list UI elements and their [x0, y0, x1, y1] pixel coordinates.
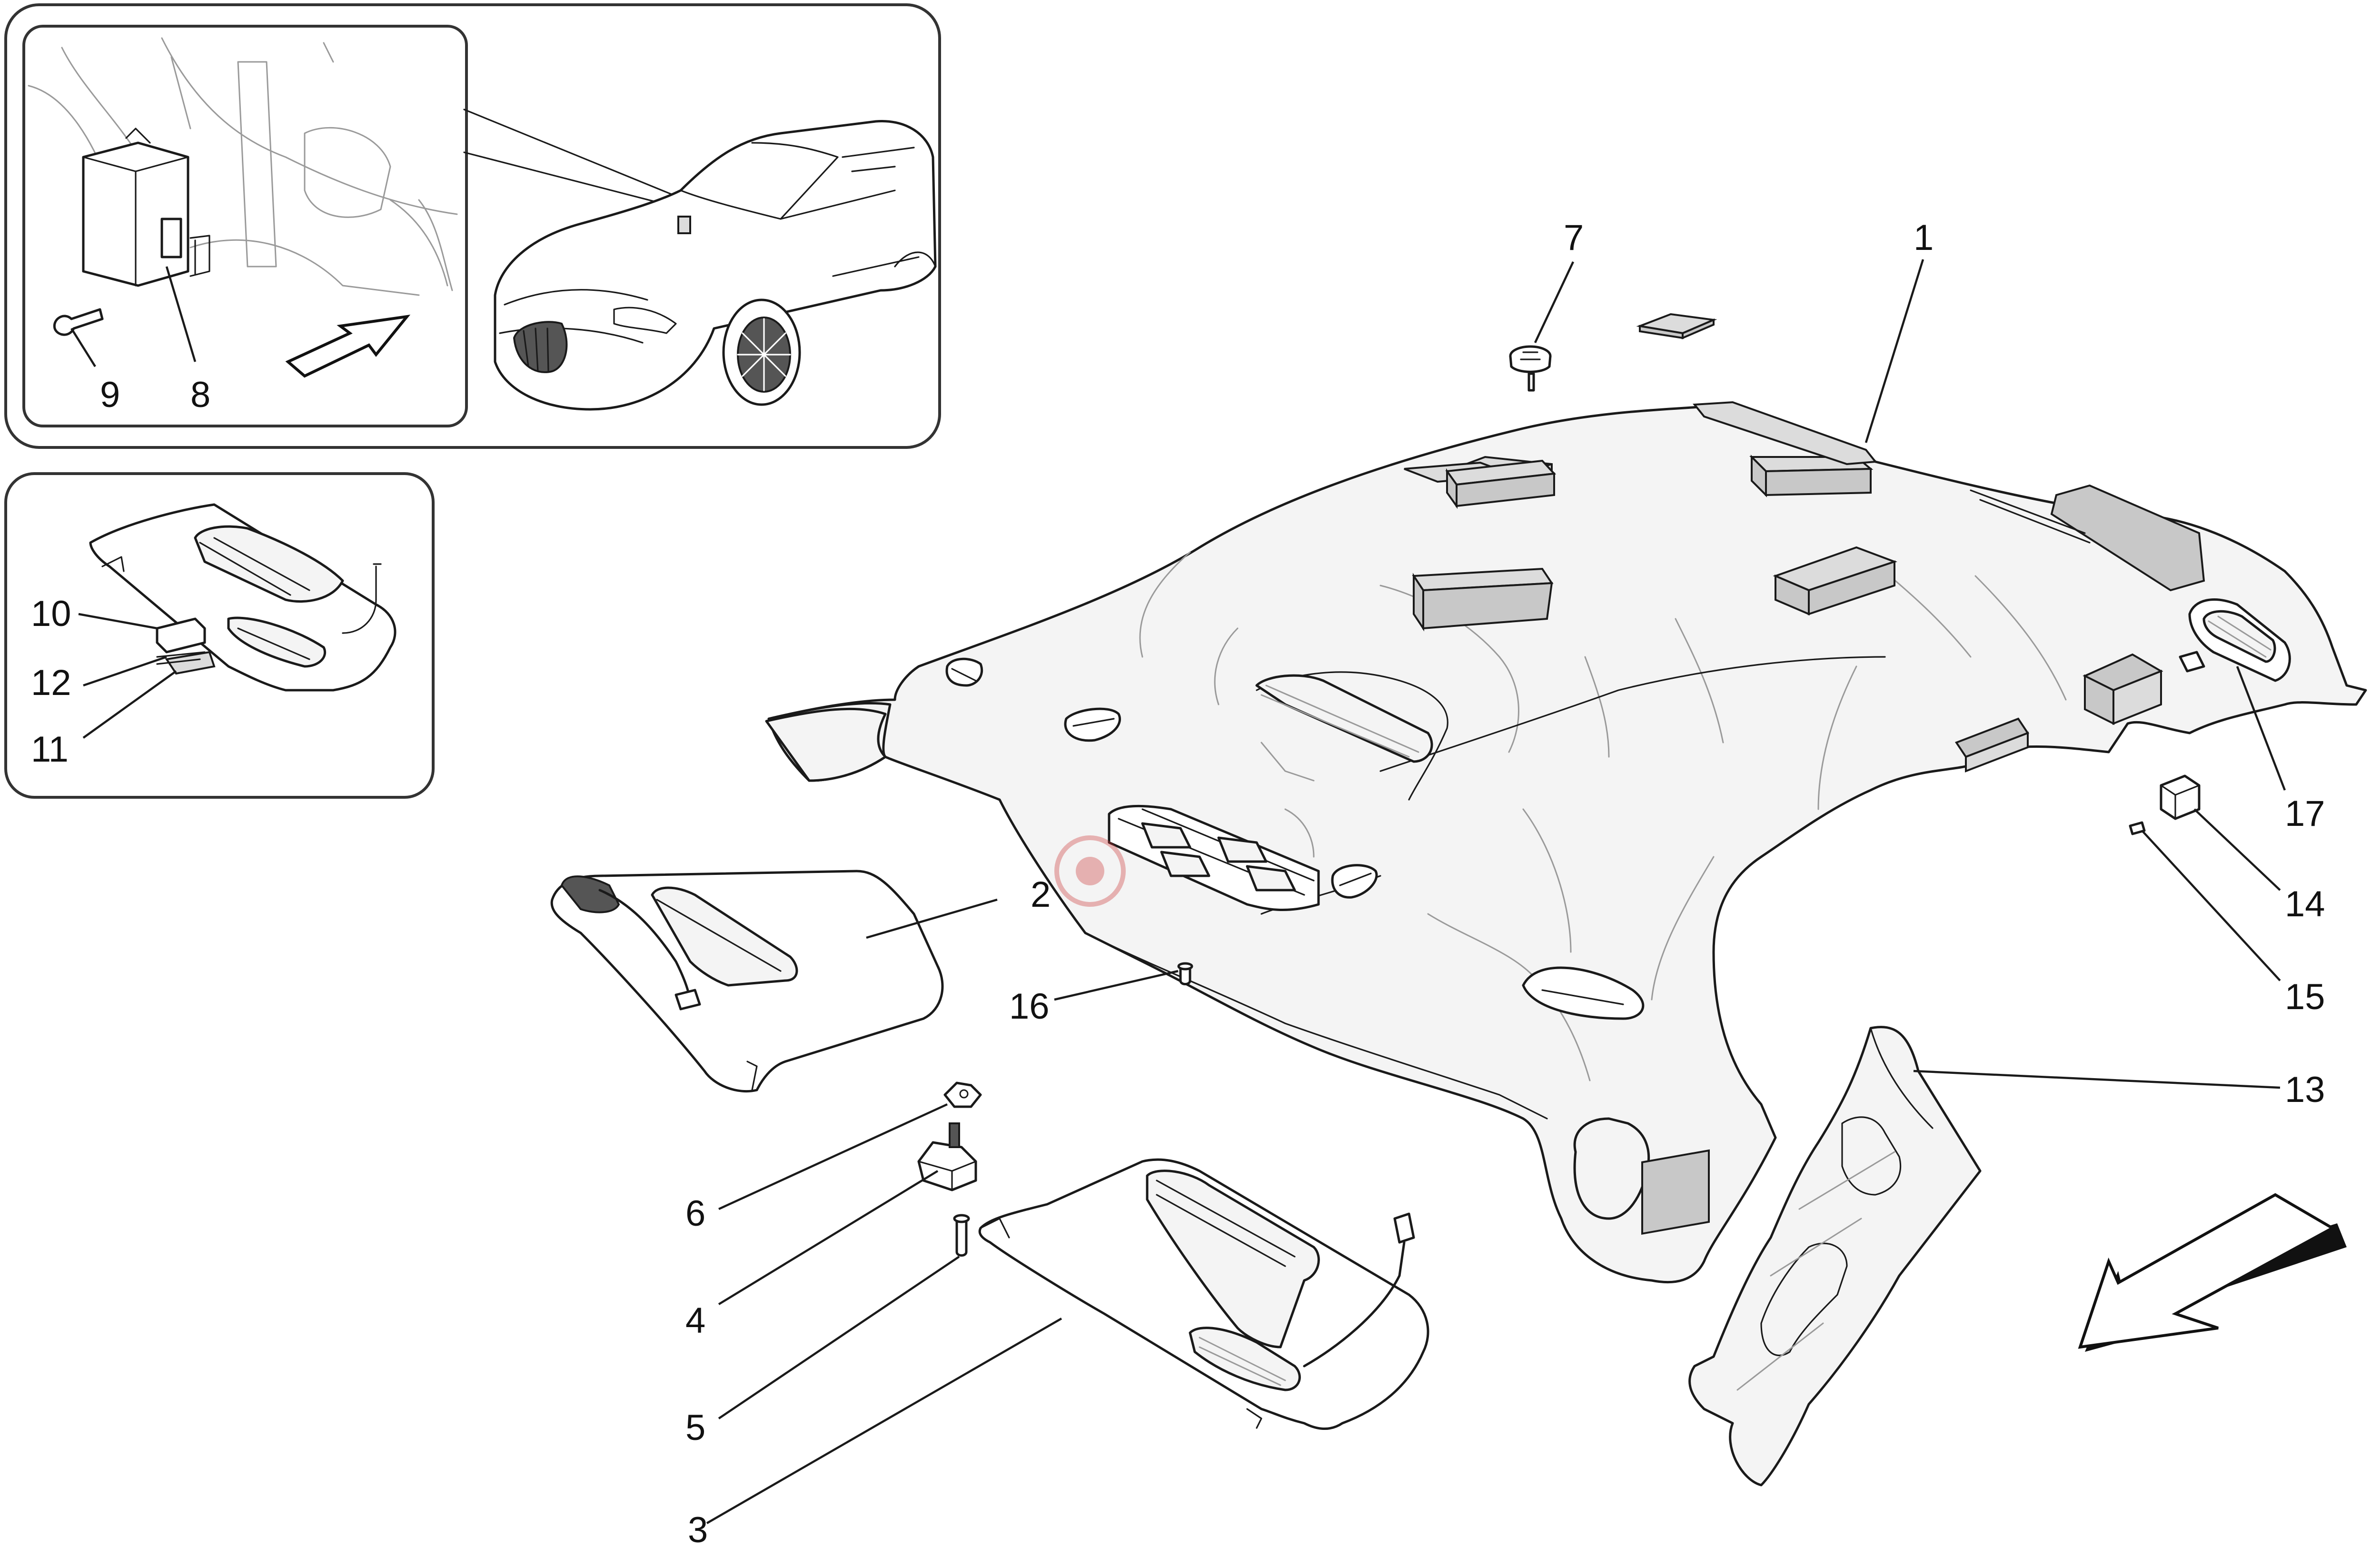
callout-2: 2 — [1031, 874, 1051, 915]
callout-1: 1 — [1914, 218, 1934, 258]
callout-9: 9 — [100, 375, 120, 415]
callout-8: 8 — [190, 375, 210, 415]
inset-visor-light — [4, 472, 435, 799]
clip-part-7 — [1509, 345, 1552, 392]
callout-numbers: 1 2 3 4 5 6 7 8 9 10 11 12 13 14 15 16 1… — [31, 218, 2325, 1547]
screw-part-15 — [2129, 821, 2146, 835]
watermark-logo — [1054, 835, 1126, 907]
leader-lines — [70, 259, 2286, 1524]
callout-11: 11 — [31, 729, 69, 770]
callout-17: 17 — [2285, 793, 2325, 834]
callout-5: 5 — [685, 1408, 705, 1448]
car-sketch — [494, 119, 937, 411]
visor-bracket-part-4 — [917, 1122, 977, 1191]
callout-13: 13 — [2285, 1070, 2325, 1110]
screw-part-5 — [953, 1214, 970, 1257]
sun-visor-part-2 — [550, 870, 944, 1093]
direction-arrow-icon — [285, 314, 411, 378]
cover-part-14 — [2160, 774, 2201, 820]
engine-bay-sketch — [28, 37, 458, 378]
callout-7: 7 — [1564, 218, 1584, 258]
callout-14: 14 — [2285, 884, 2325, 924]
pillar-trim-part-13 — [1688, 1026, 1982, 1487]
grab-handle-recess — [1331, 864, 1378, 899]
grab-handle-recess — [945, 657, 983, 687]
sun-visor-part-3 — [978, 1158, 1429, 1430]
callout-16: 16 — [1009, 986, 1050, 1027]
loose-pad — [1636, 313, 1717, 340]
callout-4: 4 — [685, 1300, 705, 1341]
headliner-pads — [765, 401, 2205, 1020]
inset-car-location — [4, 3, 941, 449]
callout-6: 6 — [685, 1193, 705, 1234]
grab-handle-recess — [1064, 707, 1121, 742]
callout-10: 10 — [31, 594, 71, 634]
rear-light-part-17 — [2188, 598, 2291, 682]
clip-small — [2179, 651, 2205, 673]
callout-15: 15 — [2285, 977, 2325, 1017]
screw-part-16 — [1177, 962, 1193, 985]
overhead-console — [1108, 742, 1320, 911]
grab-handle-recess — [1522, 966, 1645, 1020]
front-direction-arrow-icon — [2078, 1193, 2347, 1352]
visor-clip-part-6 — [943, 1081, 982, 1108]
callout-12: 12 — [31, 663, 71, 703]
callout-3: 3 — [688, 1510, 708, 1547]
